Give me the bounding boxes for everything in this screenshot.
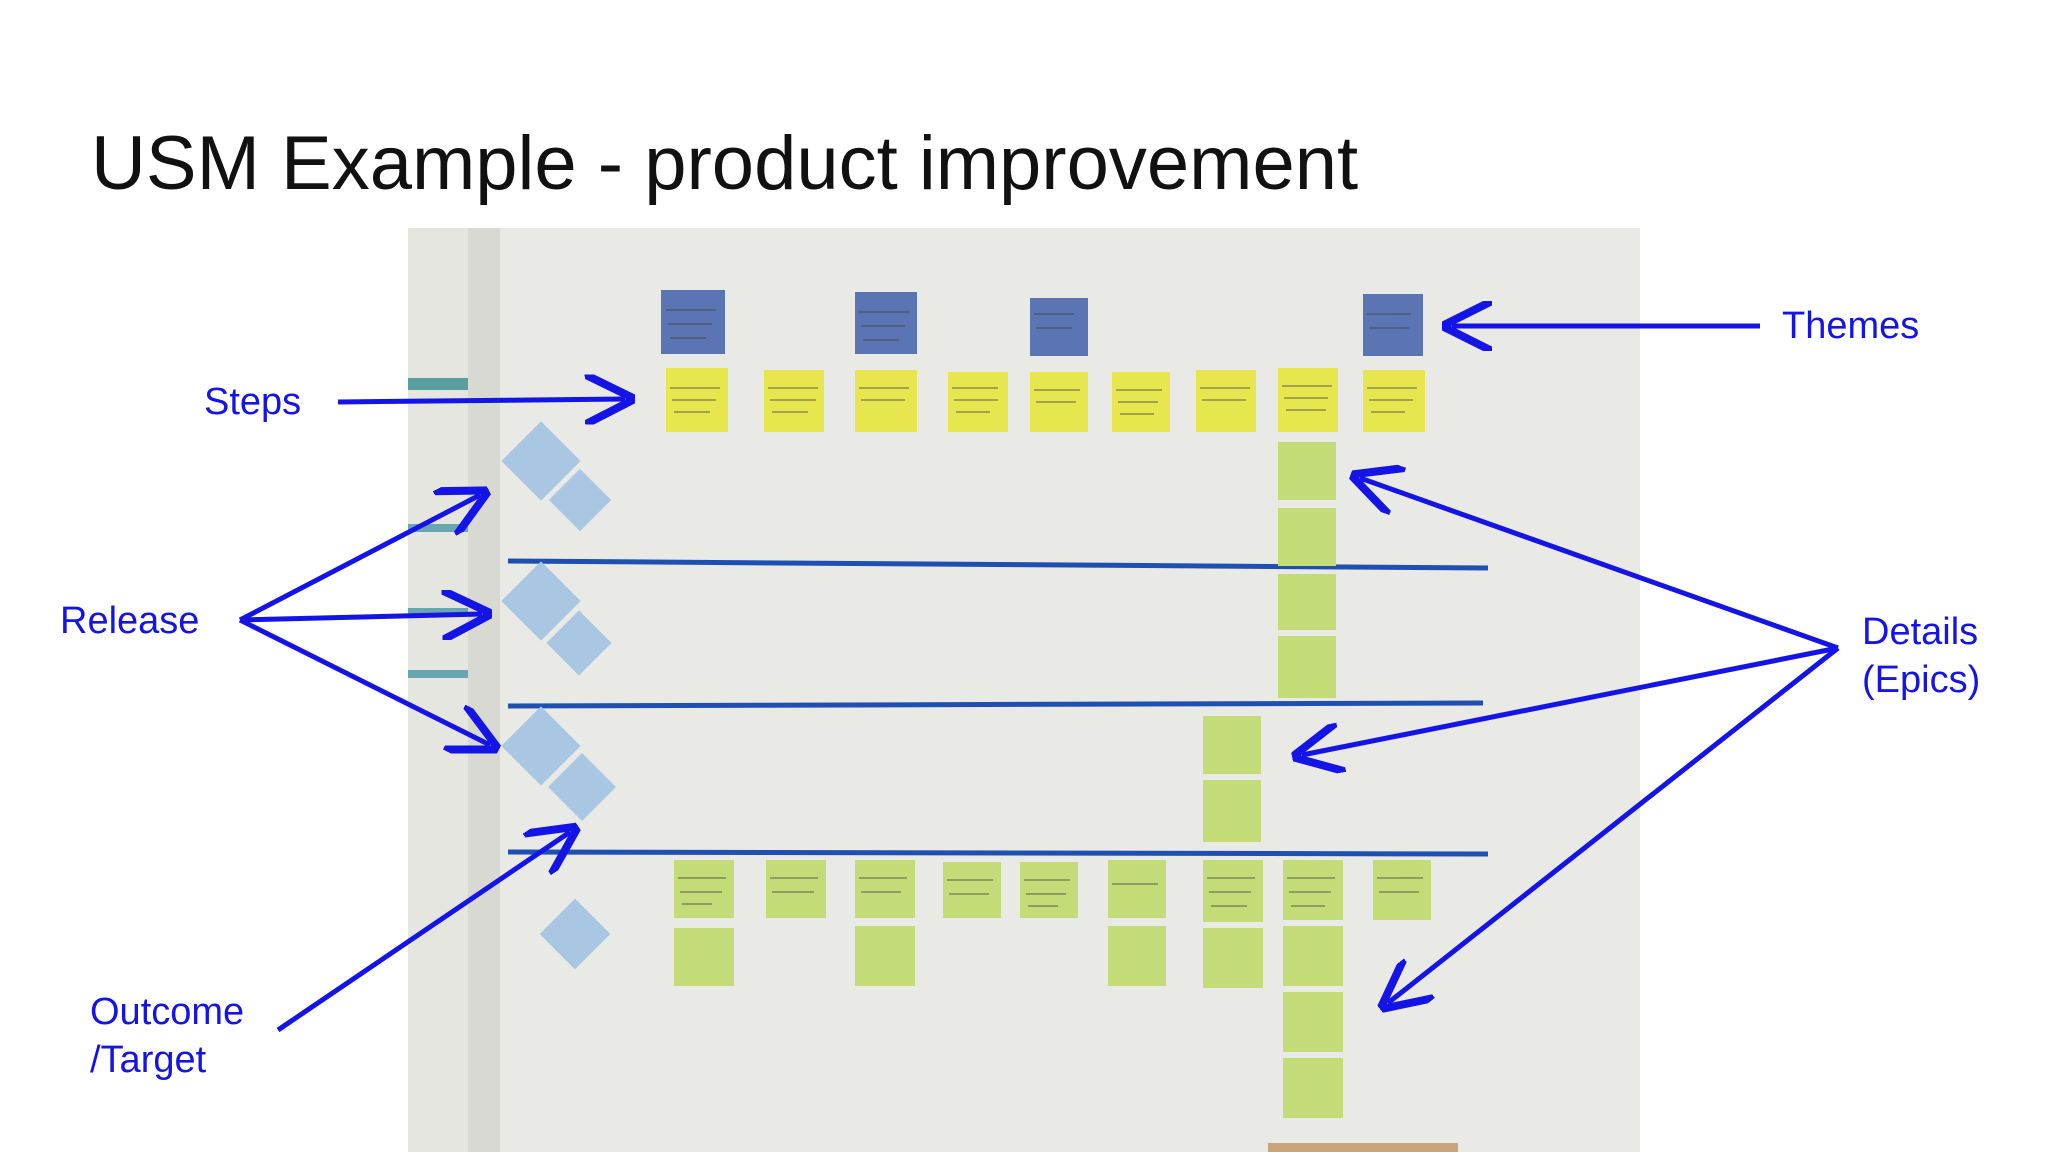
details-label: Details	[1862, 611, 1979, 653]
epics-label: (Epics)	[1862, 659, 1981, 701]
themes-label: Themes	[1782, 305, 1920, 347]
release-label: Release	[60, 600, 200, 642]
theme-notes	[661, 290, 1423, 356]
target-label: /Target	[90, 1039, 207, 1081]
outcome-label: Outcome	[90, 991, 245, 1033]
slide-title: USM Example - product improvement	[91, 121, 1359, 206]
story-map-board	[408, 228, 1640, 1152]
steps-label: Steps	[204, 381, 302, 423]
detail-notes	[674, 442, 1431, 1118]
story-map-photo	[408, 228, 1640, 1152]
